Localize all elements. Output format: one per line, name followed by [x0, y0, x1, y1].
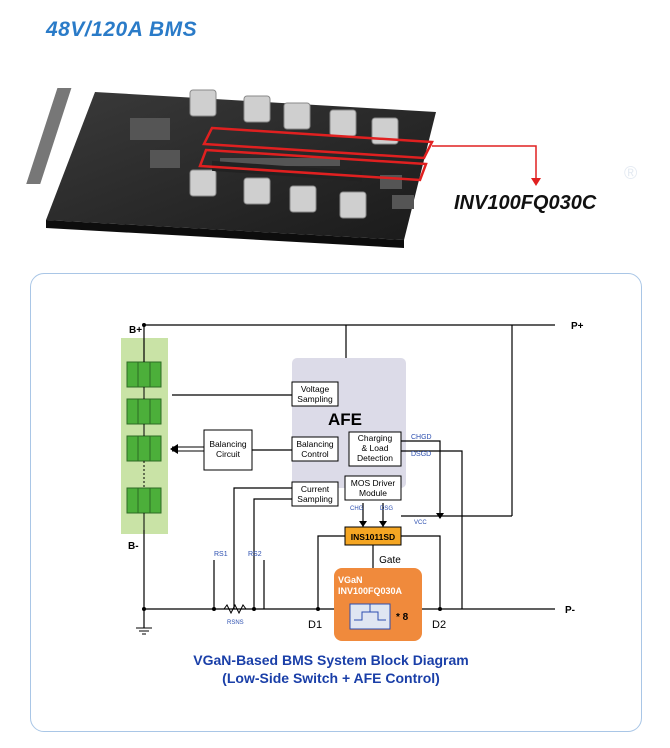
mos-driver-box — [344, 475, 402, 501]
charging-l3: Detection — [357, 453, 393, 463]
wiring — [143, 324, 555, 628]
rsns-label: RSNS — [227, 620, 244, 626]
label-b-plus: B+ — [129, 325, 142, 336]
mos-driver-l2: Module — [359, 488, 387, 498]
sense-resistor — [223, 603, 247, 615]
current-sampling-l2: Sampling — [297, 494, 333, 504]
gate-label: Gate — [379, 555, 401, 566]
charging-l1: Charging — [358, 433, 393, 443]
charging-detection-box — [348, 431, 402, 467]
chgd-label: CHGD — [411, 434, 432, 441]
charging-l2: & Load — [362, 443, 389, 453]
battery-cell — [126, 487, 162, 514]
callout-arrow — [531, 178, 541, 186]
ground-symbol — [136, 627, 152, 635]
battery-cell — [126, 435, 162, 462]
label-b-minus: B- — [128, 541, 139, 552]
rs1-label: RS1 — [214, 551, 228, 558]
d1-label: D1 — [308, 619, 322, 631]
balancing-circuit-l1: Balancing — [209, 439, 247, 449]
dsg-label: DSG — [380, 506, 393, 512]
part-number-label: INV100FQ030C — [454, 192, 597, 214]
balancing-circuit-box — [203, 429, 253, 471]
balancing-control-box — [291, 436, 339, 462]
caption-line2: (Low-Side Switch + AFE Control) — [222, 670, 440, 686]
balancing-circuit-l2: Circuit — [216, 449, 241, 459]
dsgd-label: DSGD — [411, 451, 431, 458]
multiplier-label: * 8 — [396, 612, 409, 623]
fet-highlight-box — [202, 126, 434, 160]
current-sampling-l1: Current — [301, 484, 330, 494]
d2-label: D2 — [432, 619, 446, 631]
vgan-brand: VGaN — [338, 575, 363, 585]
voltage-sampling-l1: Voltage — [301, 384, 330, 394]
chg-label: CHG — [350, 506, 364, 512]
fet-highlight-box-2 — [198, 148, 428, 182]
label-p-minus: P- — [565, 605, 575, 616]
callout-line — [432, 145, 537, 180]
mos-driver-l1: MOS Driver — [351, 478, 396, 488]
pin-header — [26, 88, 72, 184]
battery-stack — [126, 361, 162, 530]
voltage-sampling-box — [291, 381, 339, 407]
battery-cell — [126, 361, 162, 388]
label-p-plus: P+ — [571, 321, 584, 332]
ins-chip-box — [344, 526, 402, 546]
page-title: 48V/120A BMS — [46, 18, 198, 41]
vcc-label: VCC — [414, 520, 427, 526]
function-blocks — [203, 381, 402, 507]
watermark-registered-mark: ® — [624, 163, 638, 183]
small-components — [130, 118, 414, 209]
balancing-control-l1: Balancing — [296, 439, 334, 449]
vgan-part: INV100FQ030A — [338, 586, 403, 596]
bms-board-photo — [26, 88, 541, 248]
voltage-sampling-l2: Sampling — [297, 394, 333, 404]
ins-chip-label: INS1011SD — [351, 532, 395, 542]
afe-label: AFE — [328, 410, 362, 429]
battery-cell — [126, 398, 162, 425]
caption-line1: VGaN-Based BMS System Block Diagram — [193, 652, 468, 668]
rs2-label: RS2 — [248, 551, 262, 558]
balancing-arrow — [170, 444, 204, 454]
inductor-row-bottom — [189, 169, 367, 219]
current-sampling-box — [291, 481, 339, 507]
balancing-control-l2: Control — [301, 449, 329, 459]
diagram-frame — [30, 273, 642, 732]
